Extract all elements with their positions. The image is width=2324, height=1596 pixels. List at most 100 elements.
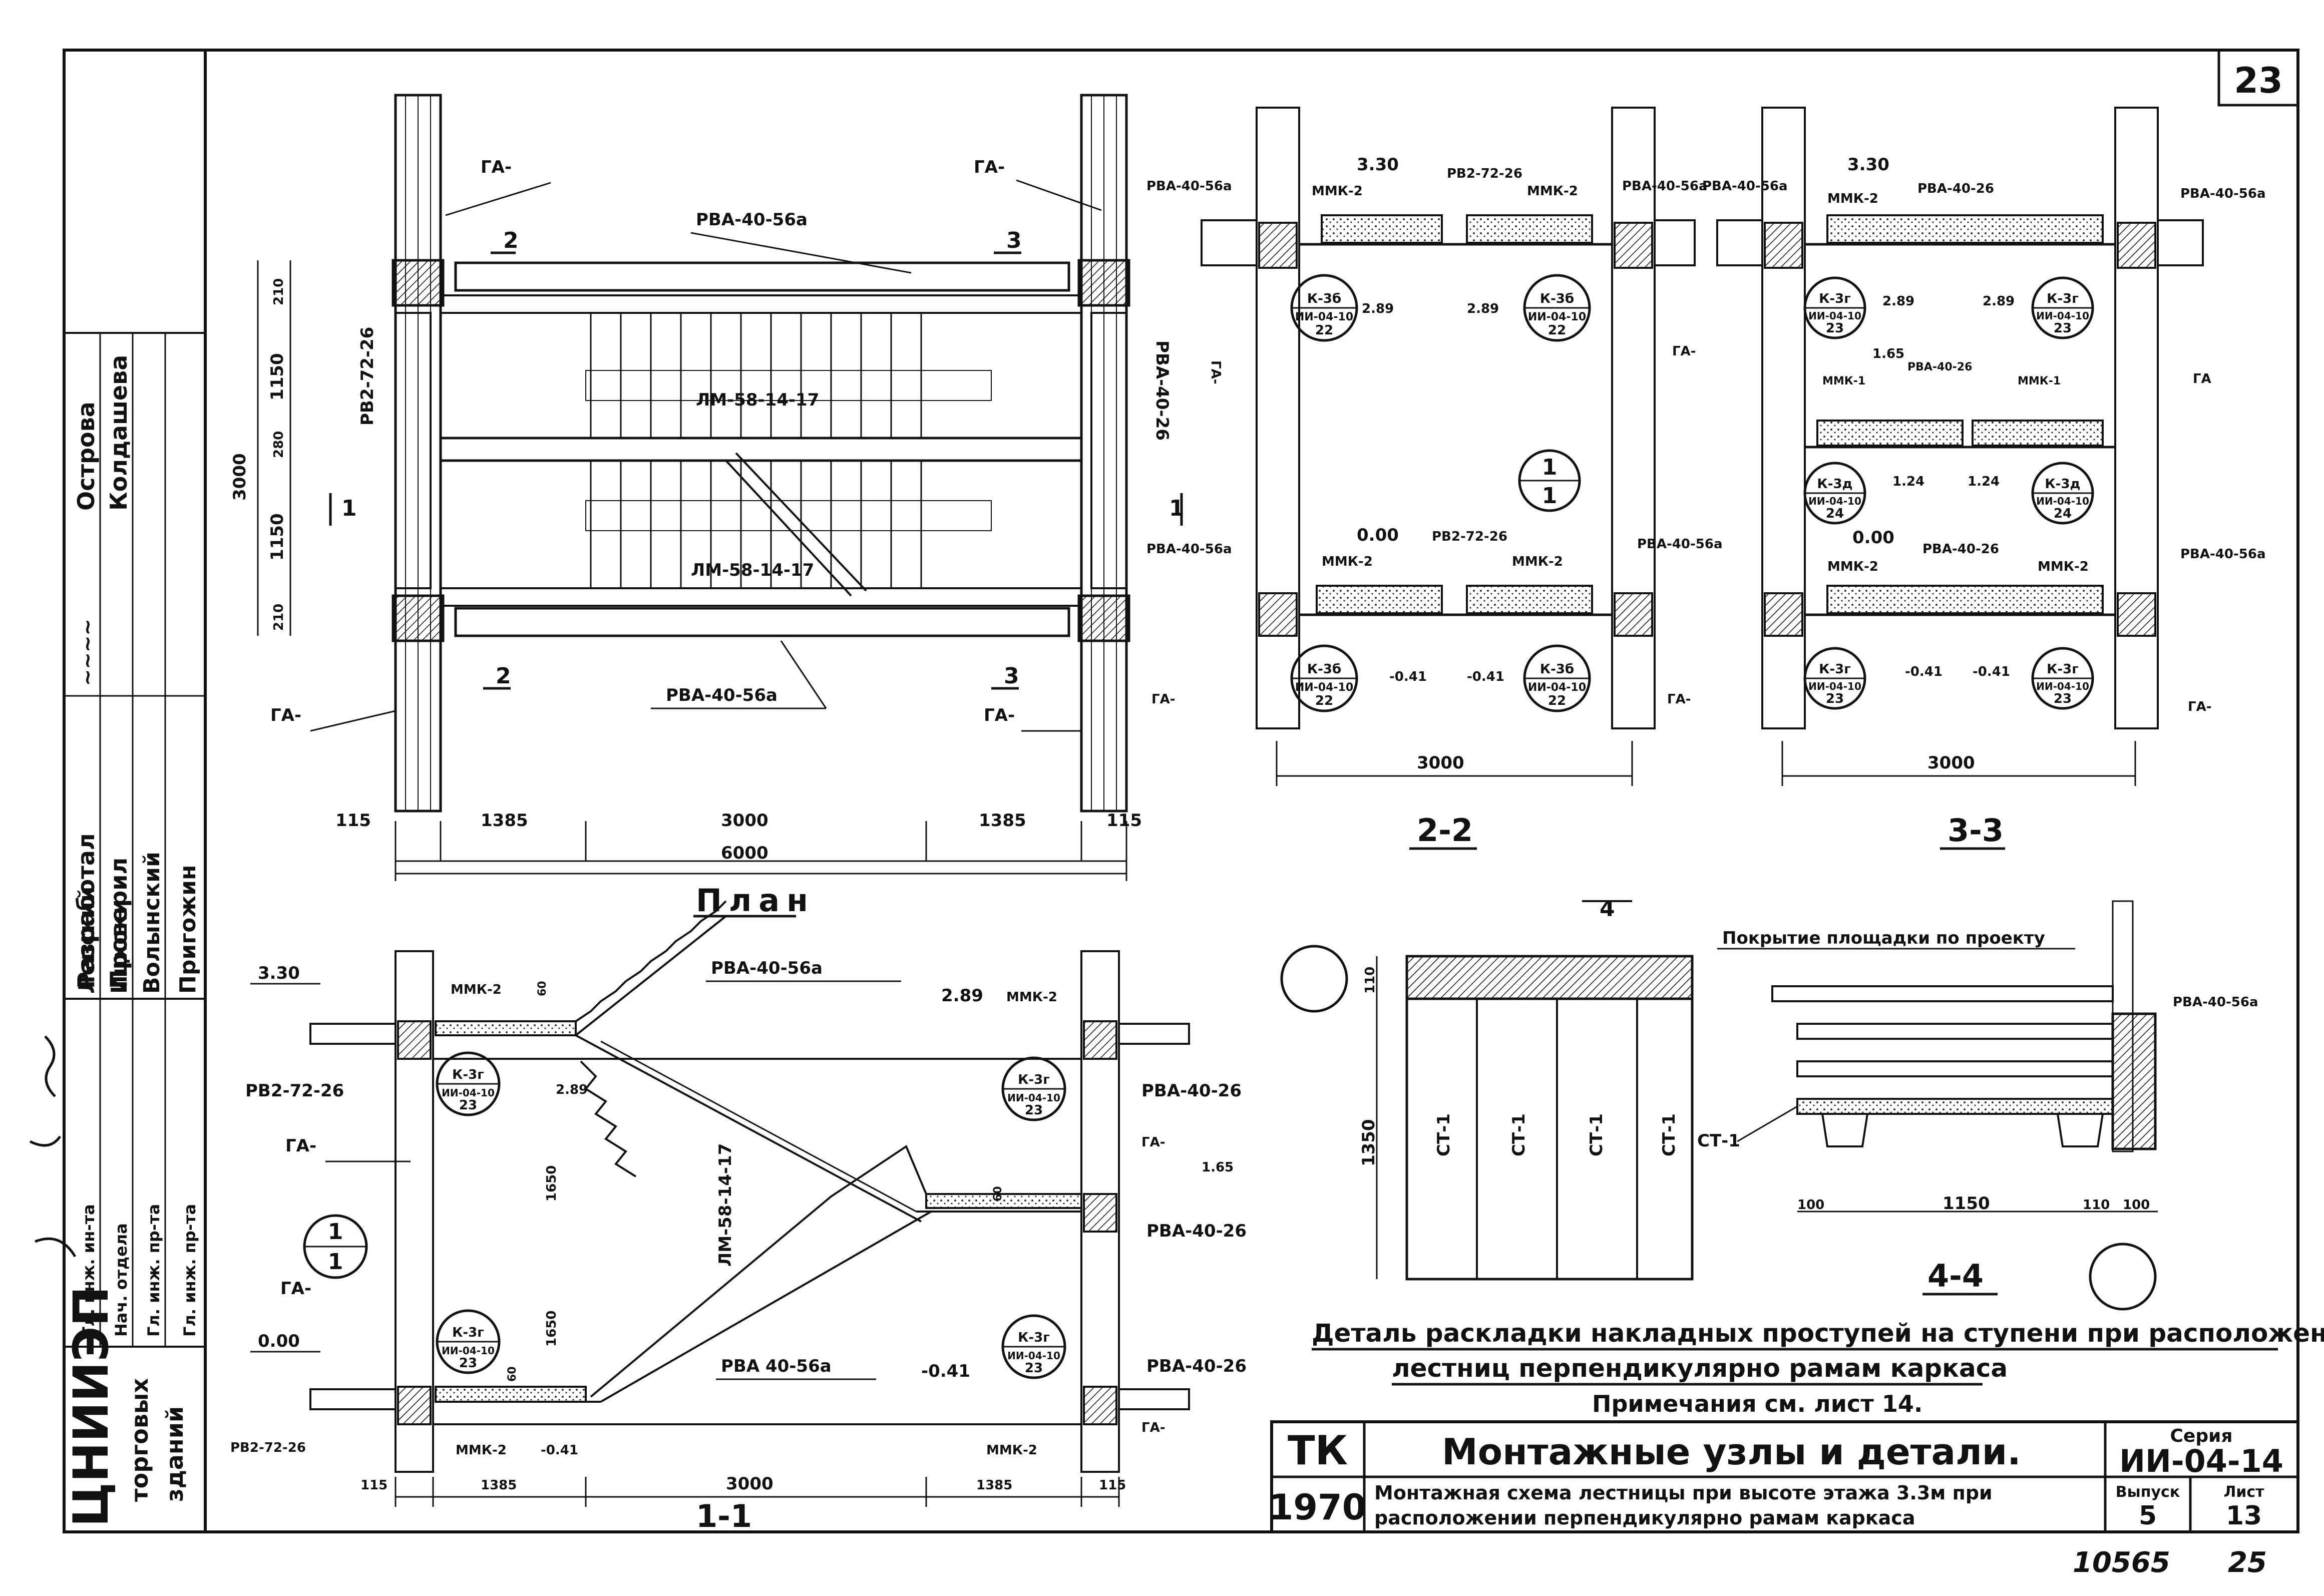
s11-k4: К-3г bbox=[1018, 1330, 1050, 1345]
s33-title: 3-3 bbox=[1948, 812, 2004, 849]
s22-e041b: -0.41 bbox=[1467, 669, 1504, 684]
s33-k3-ref: ИИ-04-10 bbox=[1808, 495, 1861, 507]
plan-dim-280: 280 bbox=[271, 431, 286, 458]
tb-org: ТК bbox=[1288, 1427, 1348, 1474]
s33-k4: К-3д bbox=[2045, 477, 2080, 492]
s33-k4-sheet: 24 bbox=[2054, 506, 2072, 521]
s22-k4: К-3б bbox=[1540, 662, 1574, 677]
s33-rva26-mid: РВА-40-26 bbox=[1907, 361, 1972, 373]
s11-d1385b: 1385 bbox=[976, 1478, 1012, 1493]
detail-d100a: 100 bbox=[1797, 1198, 1824, 1213]
s22-ga-l: ГА- bbox=[1208, 360, 1223, 384]
s22-e000: 0.00 bbox=[1357, 525, 1399, 545]
s11-k1-sheet: 23 bbox=[459, 1098, 477, 1113]
detail-d1150: 1150 bbox=[1943, 1193, 1990, 1214]
detail-d100b: 100 bbox=[2123, 1198, 2150, 1213]
s11-ga3: ГА- bbox=[280, 1279, 311, 1299]
detail-rva: РВА-40-56а bbox=[2173, 995, 2258, 1010]
inventory-number: 10565 bbox=[2073, 1546, 2170, 1579]
plan-rva26: РВА-40-26 bbox=[1152, 340, 1172, 441]
s11-k1-ref: ИИ-04-10 bbox=[442, 1087, 495, 1099]
s11-k1: К-3г bbox=[452, 1067, 484, 1082]
tb-series-label: Серия bbox=[2170, 1426, 2233, 1446]
s11-k3-sheet: 23 bbox=[459, 1356, 477, 1371]
s11-e165: 1.65 bbox=[1202, 1160, 1234, 1175]
detail-title1: Деталь раскладки накладных проступей на … bbox=[1312, 1319, 2324, 1348]
s11-k4-ref: ИИ-04-10 bbox=[1007, 1350, 1060, 1362]
s11-e289a: 2.89 bbox=[941, 986, 983, 1006]
s22-mmk1: ММК-2 bbox=[1312, 184, 1363, 199]
s11-node-bot: 1 bbox=[328, 1249, 343, 1275]
position-4: Гл. инж. пр-та bbox=[180, 1204, 199, 1337]
s22-ga-br: ГА- bbox=[1667, 692, 1691, 707]
plan-dim-3000v: 3000 bbox=[230, 453, 250, 501]
s22-k4-sheet: 22 bbox=[1548, 693, 1566, 708]
s22-ga-bl: ГА- bbox=[1151, 692, 1175, 707]
detail-title2: лестниц перпендикулярно рамам каркаса bbox=[1392, 1354, 2008, 1383]
s11-d115b: 115 bbox=[1099, 1478, 1126, 1493]
detail-section44: 4-4 bbox=[1927, 1258, 1984, 1294]
s33-ga-br: ГА- bbox=[2188, 699, 2211, 714]
tb-series: ИИ-04-14 bbox=[2119, 1443, 2283, 1479]
detail-st-side: СТ-1 bbox=[1697, 1131, 1740, 1151]
s11-mmk3: ММК-2 bbox=[456, 1443, 507, 1458]
tb-title: Монтажные узлы и детали. bbox=[1442, 1431, 2021, 1473]
name-volynsky: Волынский bbox=[139, 852, 165, 994]
name-developer: Островa bbox=[73, 402, 100, 511]
plan-dim-1150a: 1150 bbox=[267, 353, 287, 401]
s22-mmk4: ММК-2 bbox=[1512, 554, 1563, 569]
s11-rva26c: РВА-40-26 bbox=[1146, 1356, 1247, 1376]
org-sub1: торговых bbox=[126, 1378, 153, 1502]
s11-mmk4: ММК-2 bbox=[986, 1443, 1037, 1458]
s22-rva-l: РВА-40-56а bbox=[1146, 179, 1232, 194]
detail-st3: СТ-1 bbox=[1587, 1113, 1607, 1156]
s33-e289b: 2.89 bbox=[1983, 294, 2015, 309]
s11-ga4: ГА- bbox=[1141, 1420, 1165, 1435]
cut-1-left: 1 bbox=[341, 496, 357, 521]
s22-title: 2-2 bbox=[1417, 812, 1473, 849]
s22-e289b: 2.89 bbox=[1467, 301, 1499, 316]
section-2-2: К-3б ИИ-04-10 22 К-3б ИИ-04-10 22 К-3б И… bbox=[1146, 107, 1723, 850]
signature-marks bbox=[29, 1035, 77, 1258]
position-3: Гл. инж. пр-та bbox=[144, 1204, 163, 1337]
org-sub2: зданий bbox=[161, 1406, 188, 1502]
plan-dim-6000: 6000 bbox=[721, 843, 768, 863]
s33-k5-sheet: 23 bbox=[1826, 691, 1844, 706]
name-prigozhin: Пригожин bbox=[175, 865, 201, 994]
s33-k1-sheet: 23 bbox=[1826, 321, 1844, 336]
plan-ga-bl: ГА- bbox=[270, 705, 301, 725]
role-developed: Разработал bbox=[73, 833, 100, 989]
s22-k4-ref: ИИ-04-10 bbox=[1528, 681, 1586, 694]
s33-ga-r: ГА bbox=[2193, 371, 2211, 386]
plan-dim-115a: 115 bbox=[335, 811, 371, 831]
cut-2-bot: 2 bbox=[496, 663, 511, 689]
s11-ga2: ГА- bbox=[1141, 1135, 1165, 1150]
s22-rva-r: РВА-40-56а bbox=[1622, 179, 1708, 194]
plan-dim-1385b: 1385 bbox=[979, 811, 1026, 831]
plan-ga-br: ГА- bbox=[984, 705, 1015, 725]
s22-mmk3: ММК-2 bbox=[1322, 554, 1373, 569]
s11-d60b: 60 bbox=[992, 1186, 1004, 1202]
tb-subtitle1: Монтажная схема лестницы при высоте этаж… bbox=[1374, 1482, 1993, 1504]
detail-cover: Покрытие площадки по проекту bbox=[1722, 928, 2045, 948]
s11-ga1: ГА- bbox=[285, 1136, 316, 1156]
plan-dim-210b: 210 bbox=[271, 604, 286, 631]
plan-view: ГА- ГА- РВА-40-56а РВ2-72-26 РВА-40-26 Л… bbox=[230, 94, 1185, 919]
s33-rva-l: РВА-40-56а bbox=[1702, 179, 1788, 194]
s33-k1: К-3г bbox=[1819, 291, 1851, 306]
name-lepsky: Лепский bbox=[74, 887, 100, 994]
s22-k1-ref: ИИ-04-10 bbox=[1295, 311, 1353, 323]
sheet-frame: 23 10565 25 bbox=[63, 49, 2299, 1579]
s33-mmk3: ММК-1 bbox=[1822, 375, 1865, 387]
s33-mmk1: ММК-2 bbox=[1827, 191, 1878, 206]
s11-k3: К-3г bbox=[452, 1325, 484, 1340]
s11-d60c: 60 bbox=[506, 1366, 519, 1382]
s11-title: 1-1 bbox=[696, 1498, 752, 1534]
s33-k2-ref: ИИ-04-10 bbox=[2036, 310, 2089, 322]
s11-d3000: 3000 bbox=[726, 1474, 773, 1494]
section-1-1: К-3г ИИ-04-10 23 К-3г ИИ-04-10 23 К-3г И… bbox=[230, 900, 1247, 1534]
s11-rva-top: РВА-40-56а bbox=[711, 958, 823, 978]
tb-issue-label: Выпуск bbox=[2116, 1483, 2180, 1501]
s33-k6-sheet: 23 bbox=[2054, 691, 2072, 706]
s11-e041a: -0.41 bbox=[921, 1361, 970, 1381]
